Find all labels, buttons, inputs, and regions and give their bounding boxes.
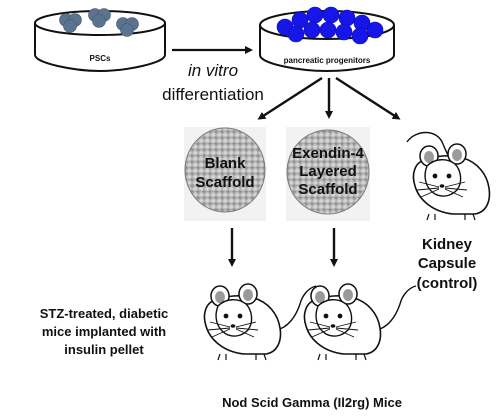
differentiation-label: differentiation xyxy=(162,85,264,104)
blank-scaffold-line1: Blank xyxy=(205,155,247,172)
petri-dish-left: PSCs xyxy=(34,8,166,73)
arrow-to-blank-icon xyxy=(257,76,323,120)
progenitor-label: pancreatic progenitors xyxy=(284,56,371,65)
blank-scaffold: Blank Scaffold xyxy=(184,127,266,221)
blank-scaffold-line2: Scaffold xyxy=(195,174,254,191)
diabetic-note-line3: insulin pellet xyxy=(64,342,144,357)
arrow-to-kidney-icon xyxy=(335,76,401,120)
psc-label: PSCs xyxy=(90,54,111,63)
psc-cells xyxy=(59,8,139,37)
exendin-scaffold-line2: Layered xyxy=(299,163,357,180)
exendin-scaffold-line1: Exendin-4 xyxy=(292,145,364,162)
kidney-label: Kidney xyxy=(422,236,473,253)
mice-strain-label: Nod Scid Gamma (Il2rg) Mice xyxy=(222,395,402,410)
control-mouse-icon xyxy=(406,131,491,221)
mouse-exendin-icon xyxy=(303,283,417,361)
exendin-scaffold-line3: Scaffold xyxy=(298,181,357,198)
capsule-label: Capsule xyxy=(418,255,476,272)
in-vitro-label: in vitro xyxy=(188,61,238,80)
diabetic-note-line2: mice implanted with xyxy=(42,324,166,339)
diabetic-note-line1: STZ-treated, diabetic xyxy=(40,306,169,321)
control-label: (control) xyxy=(417,275,478,292)
petri-dish-right: pancreatic progenitors xyxy=(259,6,395,73)
mouse-blank-icon xyxy=(203,283,317,361)
exendin-scaffold: Exendin-4 Layered Scaffold xyxy=(286,127,370,221)
progenitor-cells xyxy=(276,6,384,45)
